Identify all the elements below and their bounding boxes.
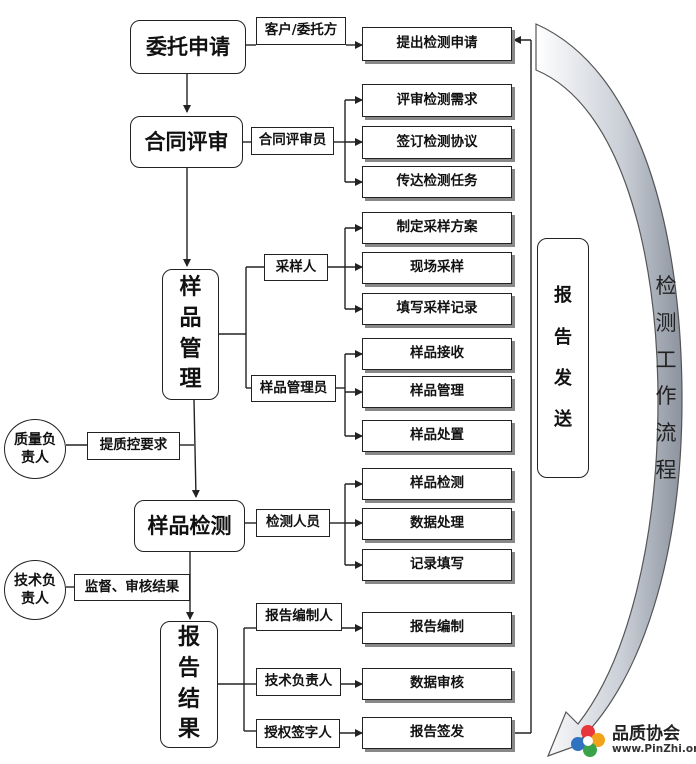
person-tech-lead-line: 技术负: [14, 572, 56, 589]
task-field-sampling: 现场采样: [362, 252, 512, 284]
stage-sample-management: 样 品 管 理: [162, 269, 219, 400]
report-send-char: 发: [554, 368, 572, 389]
task-review-requirements: 评审检测需求: [362, 84, 512, 117]
report-send-box: 报 告 发 送: [537, 238, 589, 478]
task-report-compile: 报告编制: [362, 612, 512, 644]
workflow-title-char: 工: [655, 347, 677, 372]
logo-name: 品质协会: [612, 723, 680, 744]
stage-report-result-char: 结: [177, 686, 200, 712]
workflow-title-char: 测: [655, 310, 677, 335]
task-submit-application: 提出检测申请: [362, 27, 512, 61]
role-signatory: 授权签字人: [256, 719, 340, 748]
task-sign-agreement: 签订检测协议: [362, 126, 512, 159]
person-tech-lead-line: 责人: [21, 591, 49, 607]
task-data-audit: 数据审核: [362, 668, 512, 700]
role-sample-admin: 样品管理员: [251, 375, 336, 402]
person-tech-lead: 技术负 责人: [4, 560, 66, 620]
task-transmit-task: 传达检测任务: [362, 166, 512, 198]
workflow-title-char: 程: [655, 457, 677, 482]
task-record-filling: 记录填写: [362, 549, 512, 581]
task-sample-manage: 样品管理: [362, 376, 512, 408]
stage-commission: 委托申请: [130, 20, 246, 74]
role-tech-lead: 技术负责人: [256, 668, 341, 696]
stage-report-result-char: 报: [177, 624, 200, 650]
workflow-title: 检 测 工 作 流 程: [648, 268, 684, 489]
flower-logo-icon: [571, 725, 605, 757]
workflow-title-char: 作: [655, 384, 677, 409]
stage-sample-testing: 样品检测: [134, 500, 245, 552]
role-client: 客户/委托方: [256, 17, 346, 45]
stage-contract-review: 合同评审: [130, 116, 243, 168]
report-send-char: 送: [554, 409, 572, 431]
report-send-char: 报: [554, 285, 572, 307]
task-sampling-record: 填写采样记录: [362, 293, 512, 325]
role-tester: 检测人员: [256, 509, 330, 537]
logo-url: www.PinZhi.org: [612, 743, 696, 756]
task-data-processing: 数据处理: [362, 508, 512, 540]
role-supervise: 监督、审核结果: [74, 574, 190, 601]
role-sampler: 采样人: [264, 254, 328, 281]
person-quality-lead-line: 责人: [21, 450, 49, 466]
person-quality-lead: 质量负 责人: [4, 419, 66, 479]
task-sample-dispose: 样品处置: [362, 420, 512, 452]
role-report-writer: 报告编制人: [256, 603, 342, 631]
stage-report-result: 报 告 结 果: [160, 621, 218, 748]
stage-sample-management-char: 样: [179, 274, 202, 300]
workflow-title-char: 流: [655, 421, 677, 445]
task-sampling-plan: 制定采样方案: [362, 212, 512, 244]
stage-sample-management-char: 理: [179, 367, 202, 393]
logo: 品质协会 www.PinZhi.org: [568, 722, 696, 758]
task-sample-receive: 样品接收: [362, 338, 512, 370]
stage-report-result-char: 果: [177, 717, 200, 743]
report-send-char: 告: [554, 326, 572, 348]
task-sample-inspect: 样品检测: [362, 468, 512, 500]
role-qc-requirement: 提质控要求: [87, 432, 180, 460]
stage-report-result-char: 告: [177, 655, 200, 681]
task-report-issue: 报告签发: [362, 717, 512, 749]
stage-sample-management-char: 品: [179, 305, 202, 331]
role-contract-reviewer: 合同评审员: [251, 127, 334, 155]
workflow-title-char: 检: [655, 274, 677, 298]
stage-sample-management-char: 管: [179, 336, 202, 362]
person-quality-lead-line: 质量负: [14, 431, 56, 448]
